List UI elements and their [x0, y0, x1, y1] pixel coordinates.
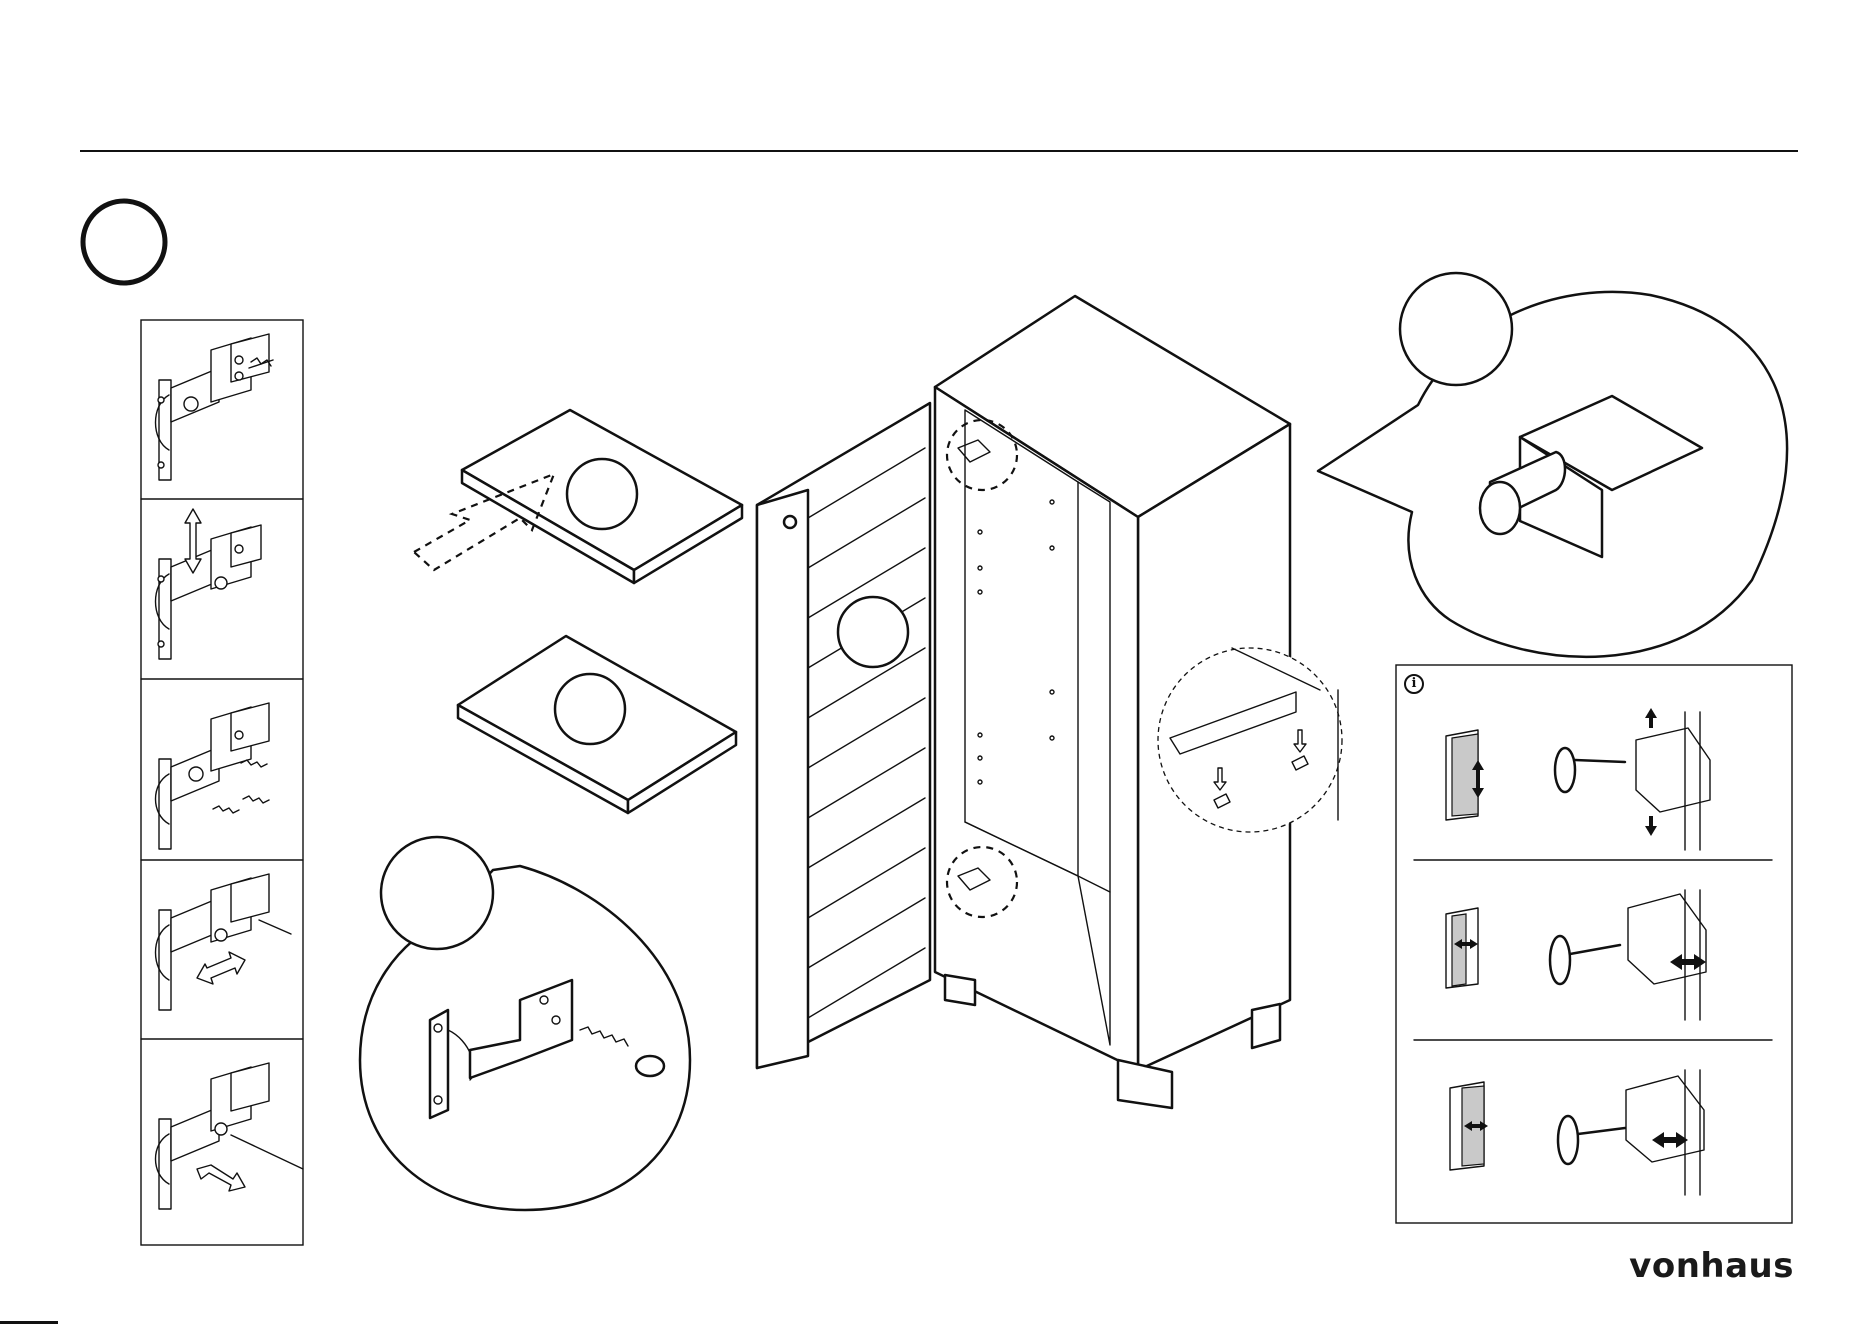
door-knob-hole — [784, 516, 796, 528]
door-part-circle — [838, 597, 908, 667]
hinge-adjustment-panel — [1396, 665, 1792, 1223]
brand-logo: vonhaus — [1629, 1246, 1794, 1286]
step-number-circle — [83, 201, 165, 283]
shelf-pin-detail — [1158, 648, 1342, 832]
shelf-bottom — [458, 636, 736, 813]
hinge-steps-column — [141, 320, 303, 1245]
cabinet-door — [757, 403, 930, 1068]
shelf-top — [414, 410, 742, 583]
shelf-bottom-part-circle — [555, 674, 625, 744]
info-icon: i — [1404, 674, 1424, 694]
hinge-callout-part-circle — [381, 837, 493, 949]
hinge-screw-callout — [360, 837, 690, 1210]
shelf-top-part-circle — [567, 459, 637, 529]
shelf-pin-callout — [1318, 273, 1787, 657]
callout-part-circle — [1400, 273, 1512, 385]
